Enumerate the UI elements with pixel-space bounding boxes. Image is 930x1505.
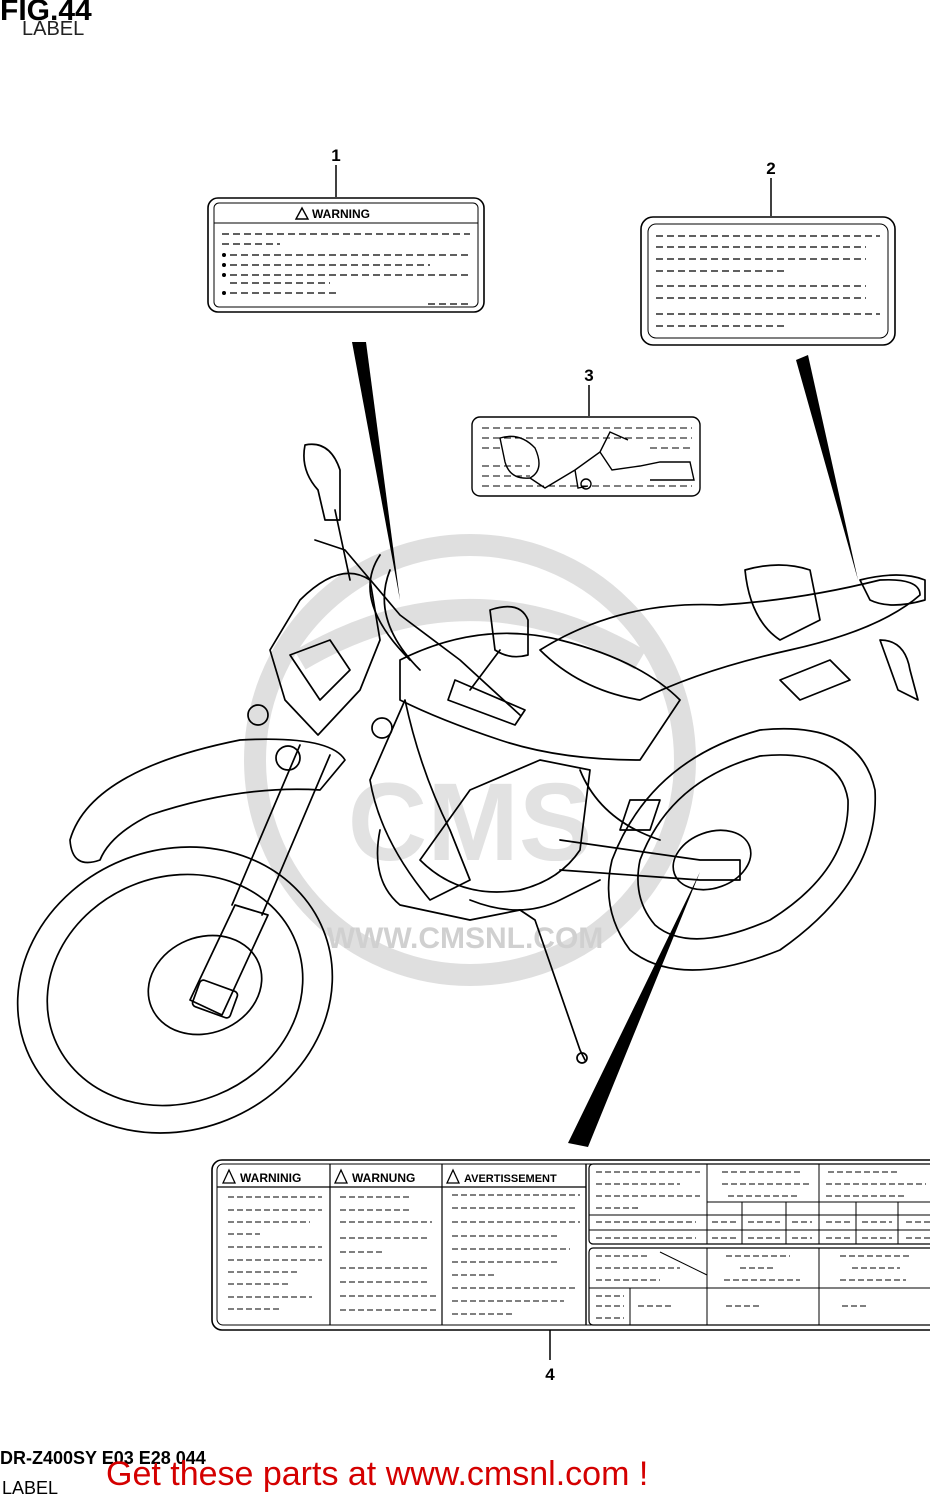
watermark [244, 534, 696, 986]
cta-link[interactable]: Get these parts at www.cmsnl.com ! [106, 1455, 649, 1493]
motorcycle-illustration [16, 443, 926, 1134]
label-4-heading-2: WARNUNG [352, 1171, 415, 1185]
callout-3: 3 [584, 366, 593, 385]
pointer-label-4 [568, 872, 700, 1147]
label-3 [471, 416, 701, 497]
callout-2: 2 [766, 159, 775, 178]
figure-subtitle: LABEL [22, 18, 85, 40]
watermark-logo: CMS [348, 761, 592, 884]
label-1-heading: WARNING [312, 207, 370, 221]
callout-4: 4 [545, 1365, 555, 1384]
label-2 [640, 216, 896, 346]
pointer-label-2 [796, 355, 858, 580]
footer-label: LABEL [2, 1478, 59, 1498]
pointer-label-1 [352, 342, 400, 600]
callout-1: 1 [331, 146, 340, 165]
label-4 [211, 1159, 930, 1331]
watermark-url: WWW.CMSNL.COM [327, 922, 604, 955]
label-1 [207, 197, 485, 313]
figure-title: FIG.44 [0, 0, 92, 27]
label-4-heading-3: AVERTISSEMENT [464, 1173, 557, 1185]
model-code: DR-Z400SY E03 E28 044 [0, 1448, 206, 1468]
label-4-heading-1: WARNINIG [240, 1171, 301, 1185]
